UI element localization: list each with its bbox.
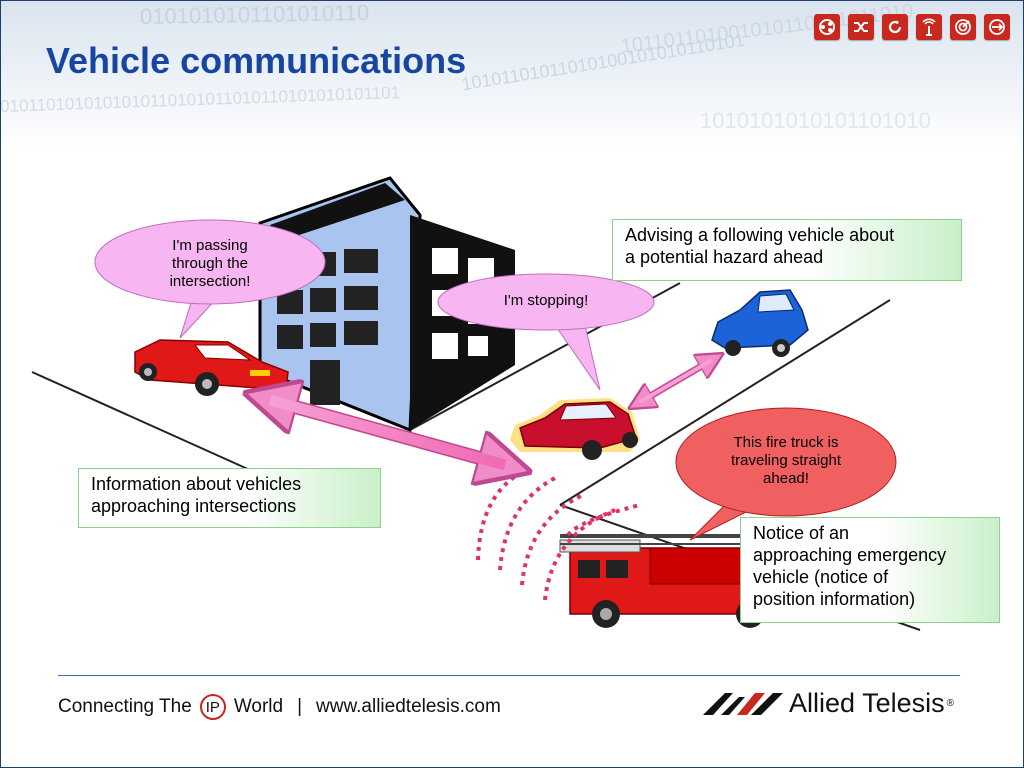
tagline-connecting: Connecting The bbox=[58, 696, 192, 717]
communication-arrows bbox=[270, 360, 712, 465]
bubble-line: ahead! bbox=[763, 470, 809, 487]
bubble-line: This fire truck is bbox=[733, 434, 839, 451]
red-sports-car bbox=[134, 339, 289, 396]
footer-tagline: Connecting The IP World | www.alliedtele… bbox=[58, 694, 501, 720]
label-hazard-ahead: Advising a following vehicle about a pot… bbox=[612, 219, 962, 281]
bubble-line: through the bbox=[172, 255, 248, 272]
registered-mark: ® bbox=[946, 698, 954, 709]
label-line: approaching emergency bbox=[753, 545, 947, 565]
footer-url-link[interactable]: www.alliedtelesis.com bbox=[316, 696, 501, 717]
bubble-line: traveling straight bbox=[730, 452, 842, 469]
label-line: a potential hazard ahead bbox=[625, 247, 824, 267]
label-emergency-vehicle: Notice of an approaching emergency vehic… bbox=[740, 517, 1000, 623]
allied-telesis-logo-icon bbox=[703, 692, 784, 715]
bubble-passing-text: I'm passing through the intersection! bbox=[130, 237, 290, 291]
wireless-tower-icon[interactable] bbox=[916, 14, 942, 40]
speech-bubbles bbox=[94, 219, 897, 541]
binary-pattern: 1010101010101101010 bbox=[700, 108, 931, 133]
braking-sedan bbox=[510, 398, 640, 460]
nav-icon-bar bbox=[814, 14, 1010, 40]
brand-logo: Allied Telesis ® bbox=[703, 688, 954, 719]
label-line: Advising a following vehicle about bbox=[625, 225, 895, 245]
network-icon[interactable] bbox=[814, 14, 840, 40]
label-intersection-info: Information about vehicles approaching i… bbox=[78, 468, 381, 528]
tagline-world: World bbox=[233, 696, 284, 717]
fire-truck bbox=[559, 534, 771, 628]
label-line: position information) bbox=[753, 589, 916, 609]
diagram-scene bbox=[31, 176, 921, 631]
shuffle-icon[interactable] bbox=[848, 14, 874, 40]
bubble-line: I'm passing bbox=[172, 237, 248, 254]
arrows-icon[interactable] bbox=[984, 14, 1010, 40]
brand-name: Allied Telesis bbox=[789, 688, 945, 718]
blue-classic-car bbox=[711, 289, 809, 357]
bubble-stopping-text: I'm stopping! bbox=[503, 292, 589, 309]
label-line: approaching intersections bbox=[91, 496, 297, 516]
footer-divider bbox=[58, 675, 960, 676]
label-line: Notice of an bbox=[753, 523, 850, 543]
label-line: Information about vehicles bbox=[91, 474, 302, 494]
footer-separator: | bbox=[297, 696, 303, 717]
ip-circle-icon: IP bbox=[199, 694, 226, 720]
bubble-firetruck-text: This fire truck is traveling straight ah… bbox=[706, 434, 866, 488]
slide-title: Vehicle communications bbox=[46, 40, 467, 81]
refresh-icon[interactable] bbox=[882, 14, 908, 40]
target-icon[interactable] bbox=[950, 14, 976, 40]
label-line: vehicle (notice of bbox=[753, 567, 889, 587]
bubble-line: intersection! bbox=[169, 273, 251, 290]
